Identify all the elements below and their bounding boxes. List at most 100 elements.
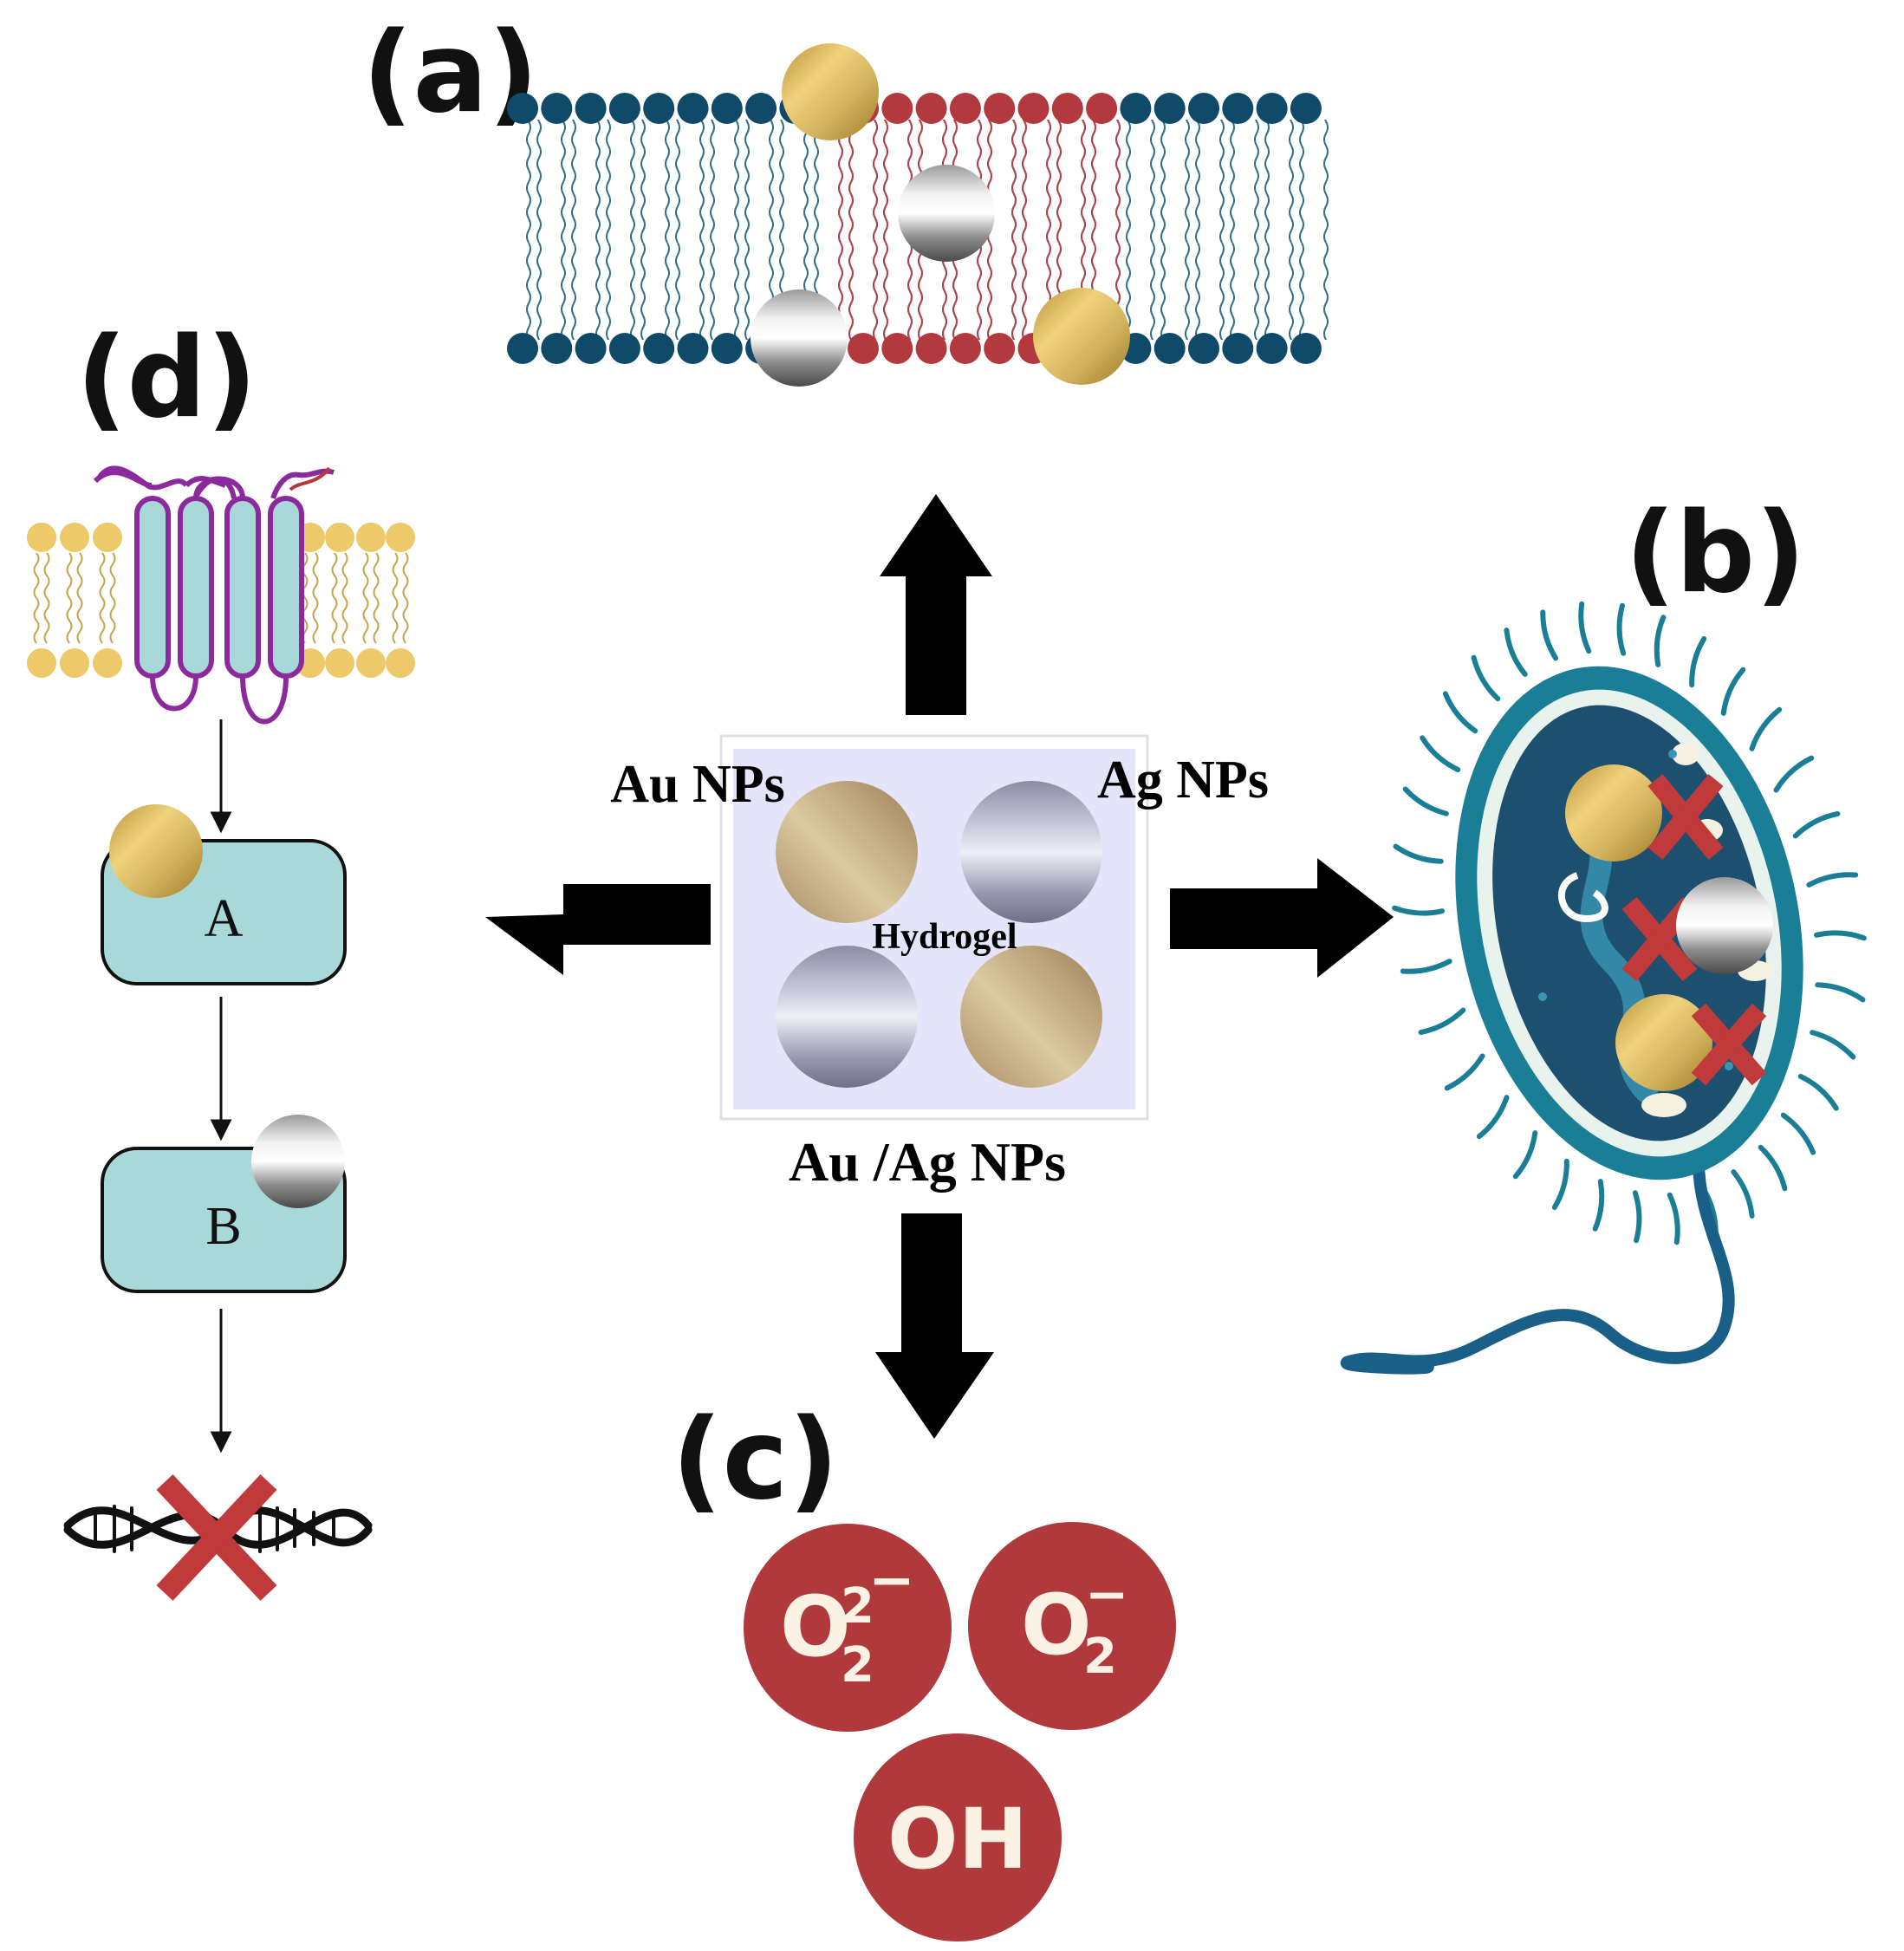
lipid-head xyxy=(608,333,640,364)
silver-nanoparticle xyxy=(960,781,1102,923)
lipid-head xyxy=(915,333,947,364)
ros-hydroxyl-text: OH xyxy=(887,1791,1028,1888)
lipid-head xyxy=(677,333,709,364)
ag-nps-label: Ag NPs xyxy=(1097,751,1269,810)
plasmid xyxy=(1558,872,1608,923)
au-ag-nps-label: Au /Ag NPs xyxy=(789,1131,1066,1193)
ros-superoxide: O − 2 xyxy=(968,1522,1176,1730)
ros-peroxide-charge: − xyxy=(868,1549,915,1613)
pilus xyxy=(1632,1190,1642,1244)
ros-peroxide: O 2 − 2 xyxy=(744,1524,952,1732)
arrow-down-icon xyxy=(875,1213,994,1439)
lipid-head xyxy=(1153,93,1186,124)
lipid-head xyxy=(575,333,607,364)
lipid-head xyxy=(1290,93,1322,124)
panel-label-b: (b) xyxy=(1625,489,1806,618)
lipid-head xyxy=(949,333,981,364)
pilus xyxy=(1540,609,1559,661)
pilus xyxy=(1731,1169,1755,1219)
arrow-left-icon xyxy=(485,884,711,975)
lipid-head xyxy=(60,523,89,552)
pilus xyxy=(1616,602,1627,656)
lipid-head xyxy=(949,93,981,124)
lipid-head xyxy=(677,93,709,124)
lipid-head xyxy=(915,93,947,124)
lipid-head xyxy=(984,93,1016,124)
lipid-head xyxy=(1256,333,1288,364)
pilus xyxy=(1512,1130,1538,1180)
cross-icon xyxy=(1691,1003,1767,1086)
lipid-head xyxy=(27,648,56,678)
gold-nanoparticle xyxy=(1033,288,1130,385)
lipid-head xyxy=(575,93,607,124)
lipid-head xyxy=(1256,93,1288,124)
gold-nanoparticle xyxy=(960,946,1102,1088)
pilus xyxy=(1758,1144,1788,1192)
pilus xyxy=(1667,1192,1680,1245)
silver-nanoparticle xyxy=(751,289,848,387)
ros-peroxide-base: O xyxy=(780,1578,851,1675)
pathway-arrow-icon xyxy=(210,997,232,1141)
gold-nanoparticle xyxy=(782,43,879,140)
lipid-head xyxy=(93,523,122,552)
lipid-head xyxy=(1086,93,1118,124)
lipid-head xyxy=(1188,93,1219,124)
pilus xyxy=(1810,1030,1856,1060)
lipid-head xyxy=(386,648,415,678)
lipid-head xyxy=(356,648,386,678)
pathway-arrow-icon xyxy=(210,1309,232,1453)
pilus xyxy=(1773,755,1815,793)
silver-nanoparticle xyxy=(1676,877,1773,974)
silver-nanoparticle xyxy=(251,1115,345,1208)
pilus xyxy=(1420,735,1461,773)
lipid-head xyxy=(1120,93,1152,124)
lipid-head xyxy=(881,93,913,124)
pathway-box-a-label: A xyxy=(205,889,244,948)
lipid-head xyxy=(27,523,56,552)
pilus xyxy=(1749,706,1783,751)
pilus xyxy=(1689,636,1707,688)
lipid-head xyxy=(1188,333,1219,364)
pilus xyxy=(1504,628,1528,677)
lipid-head xyxy=(711,93,743,124)
ros-peroxide-sub: 2 xyxy=(841,1637,874,1694)
lipid-head xyxy=(1222,93,1254,124)
ros-superoxide-charge: − xyxy=(1085,1564,1128,1625)
ribosome xyxy=(1672,743,1699,765)
lipid-head xyxy=(325,523,354,552)
hydrogel-label: Hydrogel xyxy=(872,917,1017,957)
lipid-head xyxy=(643,333,675,364)
cross-icon xyxy=(156,1474,277,1601)
lipid-head xyxy=(325,648,354,678)
gold-nanoparticle xyxy=(109,804,203,898)
pilus xyxy=(1476,1095,1510,1140)
pilus xyxy=(1815,982,1866,1003)
flagellum xyxy=(1340,1155,1735,1375)
silver-nanoparticle xyxy=(776,946,918,1088)
ros-superoxide-base: O xyxy=(1021,1577,1092,1674)
ros-superoxide-sub: 2 xyxy=(1083,1629,1117,1685)
pilus xyxy=(1720,667,1746,716)
pathway-arrow-icon xyxy=(210,719,232,834)
lipid-head xyxy=(1153,333,1186,364)
pilus xyxy=(1444,1053,1485,1091)
lipid-head xyxy=(608,93,640,124)
gold-nanoparticle xyxy=(1565,764,1662,862)
lipid-head xyxy=(881,333,913,364)
ros-peroxide-sup: 2 xyxy=(841,1578,874,1635)
lipid-head xyxy=(541,93,573,124)
pilus xyxy=(1418,1007,1466,1036)
arrow-right-icon xyxy=(1170,858,1394,978)
lipid-head xyxy=(711,333,743,364)
ribosome xyxy=(1641,1093,1686,1117)
receptor-protein-icon xyxy=(93,465,335,725)
lipid-head xyxy=(1051,93,1083,124)
au-nps-label: Au NPs xyxy=(610,755,785,814)
lipid-head xyxy=(984,333,1016,364)
lipid-head xyxy=(93,648,122,678)
lipid-head xyxy=(745,93,777,124)
lipid-head xyxy=(1017,93,1049,124)
pilus xyxy=(1797,1073,1839,1111)
pilus xyxy=(1654,615,1667,667)
